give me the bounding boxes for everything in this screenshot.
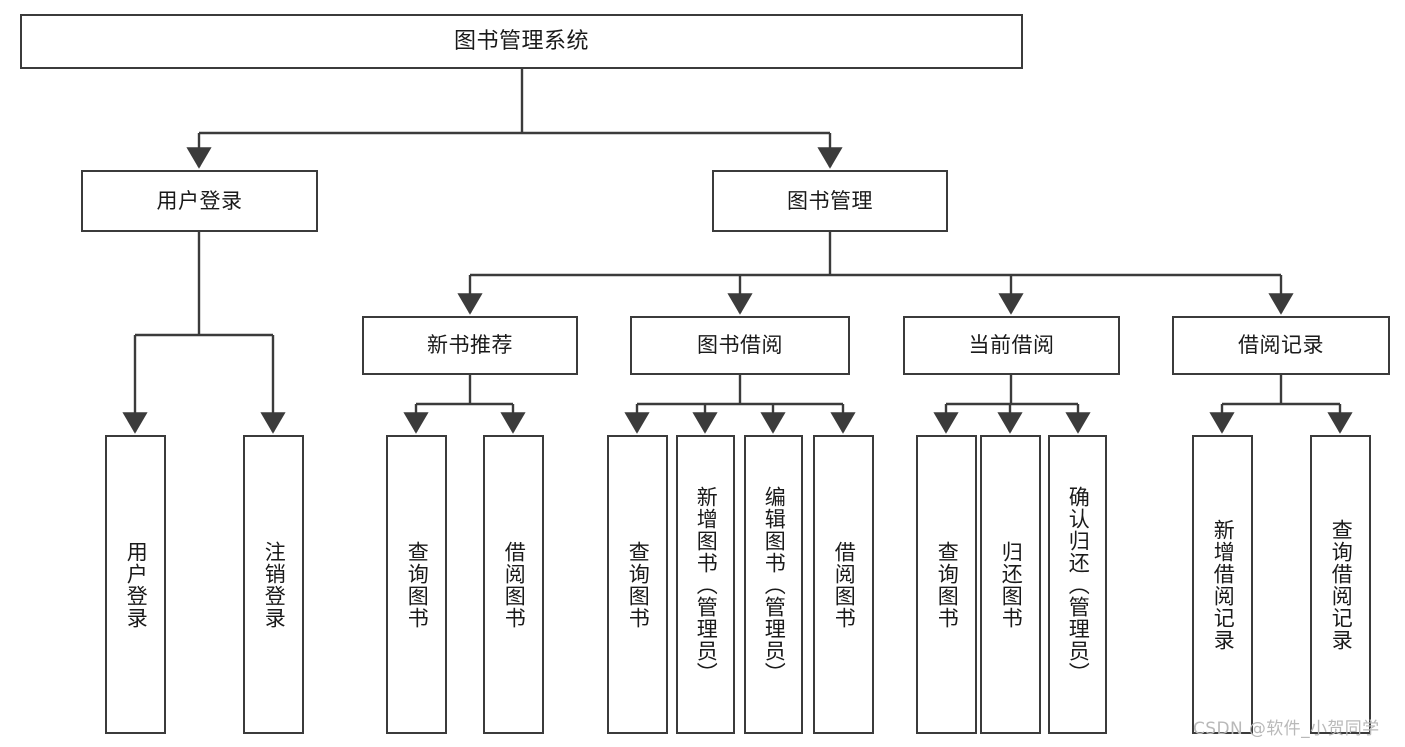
node-leaf-query-book-1: 查询图书 (386, 435, 447, 734)
node-leaf-query-record-label: 查询借阅记录 (1329, 518, 1354, 651)
node-new-book-rec: 新书推荐 (362, 316, 578, 375)
node-leaf-add-book: 新增图书（管理员） (676, 435, 735, 734)
node-user-login-label: 用户登录 (156, 188, 243, 213)
node-root-system-label: 图书管理系统 (453, 28, 589, 54)
node-leaf-edit-book-label: 编辑图书（管理员） (762, 485, 787, 684)
node-leaf-return-book: 归还图书 (980, 435, 1041, 734)
node-book-mgmt-label: 图书管理 (787, 188, 873, 213)
node-leaf-return-book-label: 归还图书 (999, 540, 1024, 629)
node-leaf-user-logout: 注销登录 (243, 435, 304, 734)
node-leaf-query-book-2-label: 查询图书 (626, 540, 651, 629)
node-borrow-record: 借阅记录 (1172, 316, 1390, 375)
node-leaf-query-record: 查询借阅记录 (1310, 435, 1371, 734)
node-new-book-rec-label: 新书推荐 (427, 333, 513, 358)
node-current-borrow-label: 当前借阅 (968, 333, 1055, 358)
node-book-borrow-label: 图书借阅 (697, 333, 783, 358)
node-leaf-query-book-1-label: 查询图书 (405, 540, 430, 629)
node-book-borrow: 图书借阅 (630, 316, 850, 375)
node-leaf-confirm-return: 确认归还（管理员） (1048, 435, 1107, 734)
node-borrow-record-label: 借阅记录 (1238, 333, 1324, 358)
node-leaf-query-book-3-label: 查询图书 (935, 540, 960, 629)
node-current-borrow: 当前借阅 (903, 316, 1120, 375)
node-leaf-query-book-3: 查询图书 (916, 435, 977, 734)
node-leaf-borrow-book-1: 借阅图书 (483, 435, 544, 734)
node-user-login: 用户登录 (81, 170, 318, 232)
node-leaf-edit-book: 编辑图书（管理员） (744, 435, 803, 734)
node-leaf-borrow-book-2: 借阅图书 (813, 435, 874, 734)
node-leaf-query-book-2: 查询图书 (607, 435, 668, 734)
node-leaf-add-record: 新增借阅记录 (1192, 435, 1253, 734)
node-leaf-user-login-label: 用户登录 (124, 540, 149, 629)
node-leaf-borrow-book-1-label: 借阅图书 (502, 540, 527, 629)
node-root-system: 图书管理系统 (20, 14, 1023, 69)
csdn-watermark: CSDN @软件_小贺同学 (1193, 719, 1380, 739)
node-leaf-confirm-return-label: 确认归还（管理员） (1066, 485, 1091, 684)
node-leaf-add-record-label: 新增借阅记录 (1211, 518, 1236, 651)
node-book-mgmt: 图书管理 (712, 170, 948, 232)
node-leaf-add-book-label: 新增图书（管理员） (694, 485, 719, 684)
node-leaf-user-logout-label: 注销登录 (262, 540, 287, 629)
node-leaf-borrow-book-2-label: 借阅图书 (832, 540, 857, 629)
node-leaf-user-login: 用户登录 (105, 435, 166, 734)
